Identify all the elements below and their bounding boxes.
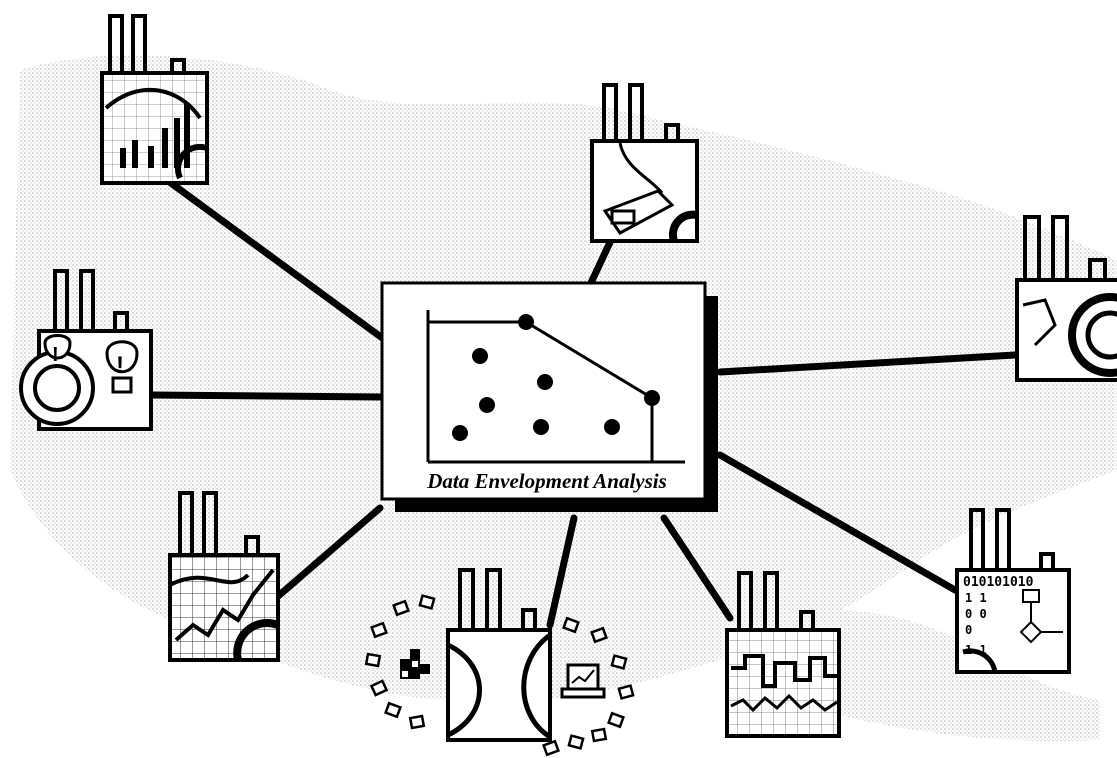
connector-left [150,395,385,397]
frontier-point [644,390,660,406]
svg-text:!: ! [52,344,59,366]
data-point [452,425,468,441]
factory-bar-chart-gear-icon [102,16,207,183]
data-point [472,348,488,364]
binary-row: 0 [965,623,972,637]
svg-text:!: ! [116,352,124,379]
data-point [604,419,620,435]
frontier-point [518,314,534,330]
data-point [537,374,553,390]
dea-center-panel: Data Envelopment Analysis [382,283,718,512]
factory-binary-flowchart-icon: 010101010 1 1 0 0 0 1 1 [957,510,1069,672]
binary-row: 1 1 [965,591,987,605]
caption: Data Envelopment Analysis [426,469,667,493]
data-point [533,419,549,435]
binary-row: 0 0 [965,607,987,621]
binary-row: 010101010 [963,575,1034,590]
data-point [479,397,495,413]
